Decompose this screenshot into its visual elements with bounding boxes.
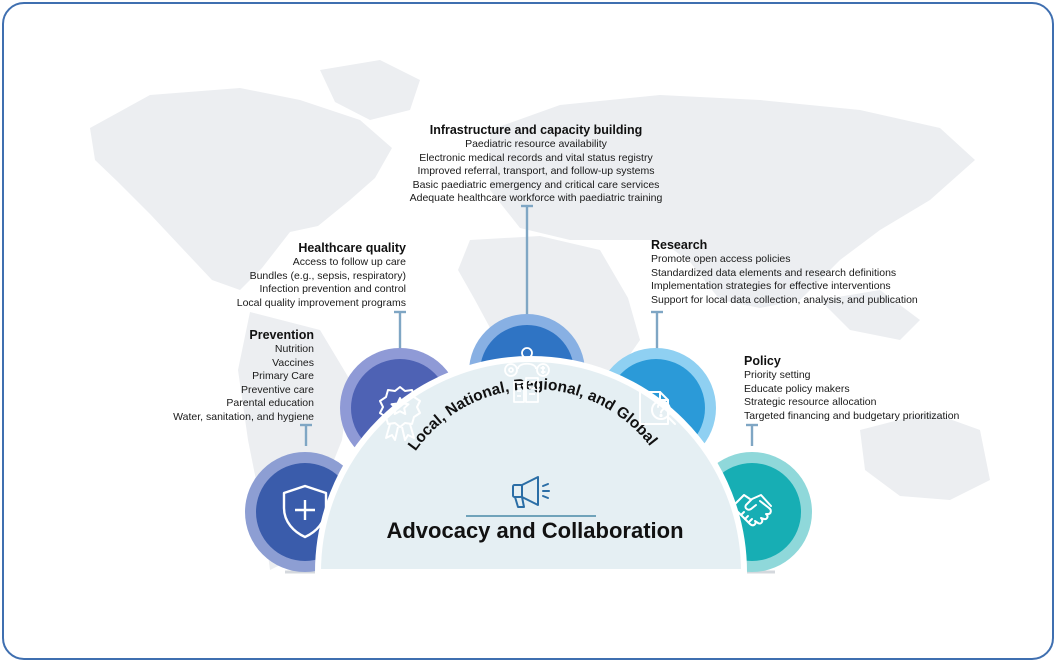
healthcare-quality-item: Bundles (e.g., sepsis, respiratory) xyxy=(249,269,406,282)
infrastructure-item: Improved referral, transport, and follow… xyxy=(417,165,655,178)
research-item: Implementation strategies for effective … xyxy=(651,280,891,293)
healthcare-quality-title: Healthcare quality xyxy=(298,241,406,255)
healthcare-quality-item: Local quality improvement programs xyxy=(236,296,406,309)
shield-plus-icon xyxy=(282,484,328,539)
research-item: Standardized data elements and research … xyxy=(651,266,897,279)
handshake-icon xyxy=(732,494,772,527)
prevention-block: Prevention Nutrition Vaccines Primary Ca… xyxy=(136,327,314,425)
research-item: Support for local data collection, analy… xyxy=(651,293,918,306)
infrastructure-block: Infrastructure and capacity building Pae… xyxy=(386,122,686,206)
research-block: Research Promote open access policies St… xyxy=(651,237,941,307)
infrastructure-item: Electronic medical records and vital sta… xyxy=(419,151,653,164)
people-building-icon xyxy=(504,347,550,403)
center-dome xyxy=(314,356,748,575)
megaphone-icon xyxy=(512,476,550,508)
research-title: Research xyxy=(651,238,708,252)
infrastructure-item: Paediatric resource availability xyxy=(465,138,607,150)
policy-item: Priority setting xyxy=(744,369,811,381)
policy-item: Strategic resource allocation xyxy=(744,396,877,409)
document-question-icon xyxy=(639,391,676,425)
policy-item: Targeted financing and budgetary priorit… xyxy=(744,409,960,422)
prevention-title: Prevention xyxy=(249,328,314,342)
policy-item: Educate policy makers xyxy=(744,382,850,395)
healthcare-quality-block: Healthcare quality Access to follow up c… xyxy=(196,240,406,310)
healthcare-quality-item: Access to follow up care xyxy=(292,256,406,268)
prevention-item: Preventive care xyxy=(241,383,314,396)
center-title: Advocacy and Collaboration xyxy=(386,518,684,543)
research-item: Promote open access policies xyxy=(651,253,791,265)
prevention-item: Vaccines xyxy=(272,356,314,369)
world-map-background xyxy=(90,60,990,570)
infrastructure-item: Basic paediatric emergency and critical … xyxy=(412,178,660,191)
prevention-item: Parental education xyxy=(226,397,314,410)
infrastructure-title: Infrastructure and capacity building xyxy=(429,123,643,137)
healthcare-quality-item: Infection prevention and control xyxy=(259,283,406,296)
award-badge-icon xyxy=(379,386,421,441)
prevention-item: Nutrition xyxy=(274,343,314,355)
prevention-item: Primary Care xyxy=(252,370,314,383)
infrastructure-item: Adequate healthcare workforce with paedi… xyxy=(409,192,663,205)
policy-block: Policy Priority setting Educate policy m… xyxy=(744,353,984,423)
policy-title: Policy xyxy=(744,354,781,368)
prevention-item: Water, sanitation, and hygiene xyxy=(173,410,314,423)
